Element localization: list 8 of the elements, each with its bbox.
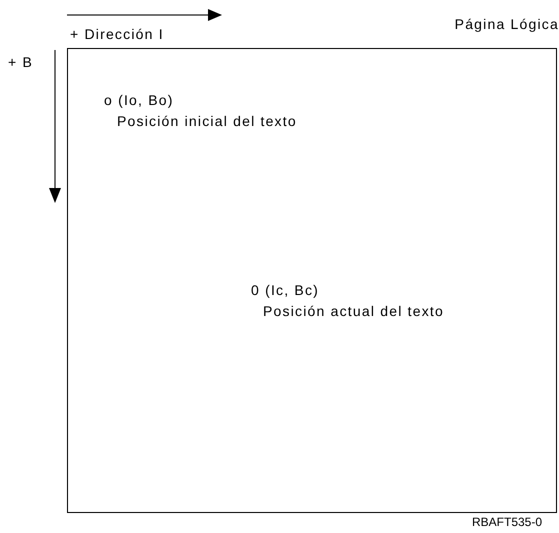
figure-id: RBAFT535-0 bbox=[472, 514, 542, 530]
page-heading: Página Lógica bbox=[454, 16, 559, 32]
axis-label: + B bbox=[8, 54, 34, 70]
coordinate-label: o (Io, Bo) bbox=[104, 92, 174, 108]
coordinate-label: 0 (Ic, Bc) bbox=[251, 282, 320, 298]
position-caption: Posición inicial del texto bbox=[117, 113, 297, 129]
position-caption: Posición actual del texto bbox=[263, 303, 444, 319]
axis-label: + Dirección I bbox=[70, 26, 164, 42]
